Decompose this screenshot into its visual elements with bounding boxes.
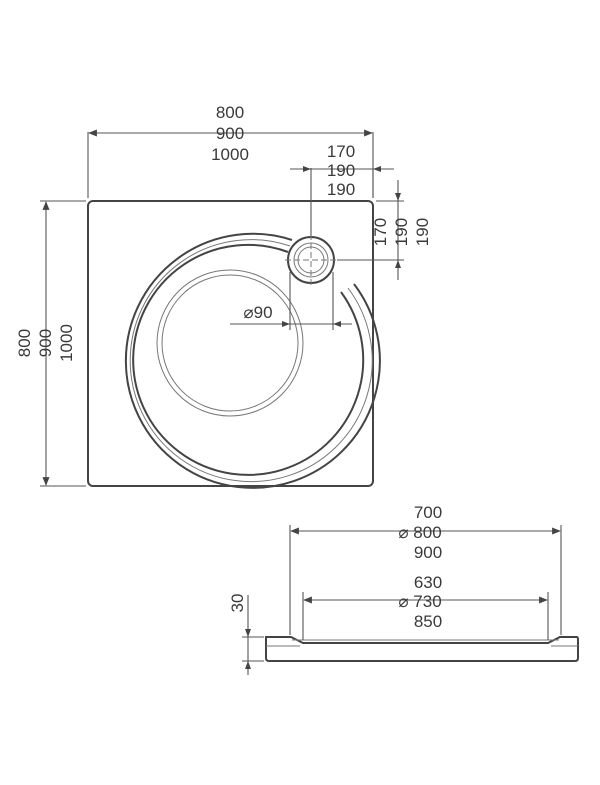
drain-y-offset-2: 190 xyxy=(392,218,411,246)
drain-x-offset-1: 170 xyxy=(327,142,355,161)
inner-dim-3: 850 xyxy=(414,612,442,631)
basin-floor-inner xyxy=(161,274,299,412)
drain-y-offset-3: 190 xyxy=(413,218,432,246)
drain-inner xyxy=(297,246,325,274)
width-dim-3: 1000 xyxy=(211,145,249,164)
drain-y-offset-1: 170 xyxy=(371,218,390,246)
top-view: 800 900 1000 800 900 1000 170 190 190 xyxy=(15,103,432,489)
tray-outline xyxy=(87,200,374,487)
drain-diameter-label: ⌀90 xyxy=(243,303,272,322)
inner-dim-2: ⌀ 730 xyxy=(398,592,441,611)
width-dim-2: 900 xyxy=(216,124,244,143)
outer-dim-2: ⌀ 800 xyxy=(398,523,441,542)
drain-x-offset-2: 190 xyxy=(327,161,355,180)
width-dim-1: 800 xyxy=(216,103,244,122)
outer-dim-1: 700 xyxy=(414,503,442,522)
inner-dim-1: 630 xyxy=(414,573,442,592)
height-dim-3: 1000 xyxy=(57,324,76,362)
basin-step-line xyxy=(132,243,365,476)
basin-outer-rim xyxy=(124,232,381,489)
basin-rim-inner-line xyxy=(129,239,373,483)
side-view: 700 ⌀ 800 900 630 ⌀ 730 850 30 xyxy=(228,503,579,675)
tray-height-label: 30 xyxy=(228,594,247,613)
basin-floor-outer xyxy=(156,269,304,417)
tray-profile xyxy=(265,636,579,662)
drain-x-offset-3: 190 xyxy=(327,180,355,199)
height-dim-1: 800 xyxy=(15,329,34,357)
height-dim-2: 900 xyxy=(36,329,55,357)
outer-dim-3: 900 xyxy=(414,543,442,562)
